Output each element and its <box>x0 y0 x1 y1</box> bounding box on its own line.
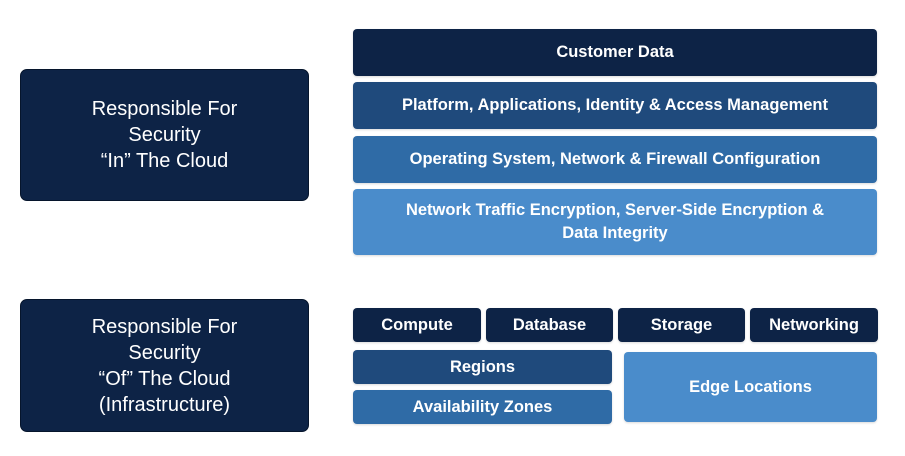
regions-label: Regions <box>449 357 516 376</box>
service-storage: Storage <box>618 308 745 342</box>
edge-locations-box: Edge Locations <box>624 352 877 422</box>
in-cloud-text: Responsible For Security “In” The Cloud <box>91 98 238 172</box>
responsibility-in-cloud-label: Responsible For Security “In” The Cloud <box>20 69 309 201</box>
tier-label: Operating System, Network & Firewall Con… <box>409 150 821 168</box>
service-label: Database <box>512 315 587 334</box>
service-label: Networking <box>769 315 859 334</box>
tier-encryption-integrity: Network Traffic Encryption, Server-Side … <box>353 189 877 255</box>
tier-customer-data: Customer Data <box>353 29 877 76</box>
edge-locations-label: Edge Locations <box>689 377 812 396</box>
service-compute: Compute <box>353 308 481 342</box>
service-networking: Networking <box>750 308 878 342</box>
regions-box: Regions <box>353 350 612 384</box>
tier-os-network-firewall: Operating System, Network & Firewall Con… <box>353 136 877 183</box>
tier-label: Network Traffic Encryption, Server-Side … <box>405 201 825 242</box>
tier-platform-iam: Platform, Applications, Identity & Acces… <box>353 82 877 129</box>
tier-label: Customer Data <box>556 43 674 61</box>
service-label: Compute <box>381 315 453 334</box>
tier-label: Platform, Applications, Identity & Acces… <box>401 96 829 114</box>
availability-zones-label: Availability Zones <box>412 397 553 416</box>
service-database: Database <box>486 308 613 342</box>
service-label: Storage <box>650 315 713 334</box>
of-cloud-text: Responsible For Security “Of” The Cloud … <box>91 315 238 416</box>
availability-zones-box: Availability Zones <box>353 390 612 424</box>
responsibility-of-cloud-label: Responsible For Security “Of” The Cloud … <box>20 299 309 432</box>
